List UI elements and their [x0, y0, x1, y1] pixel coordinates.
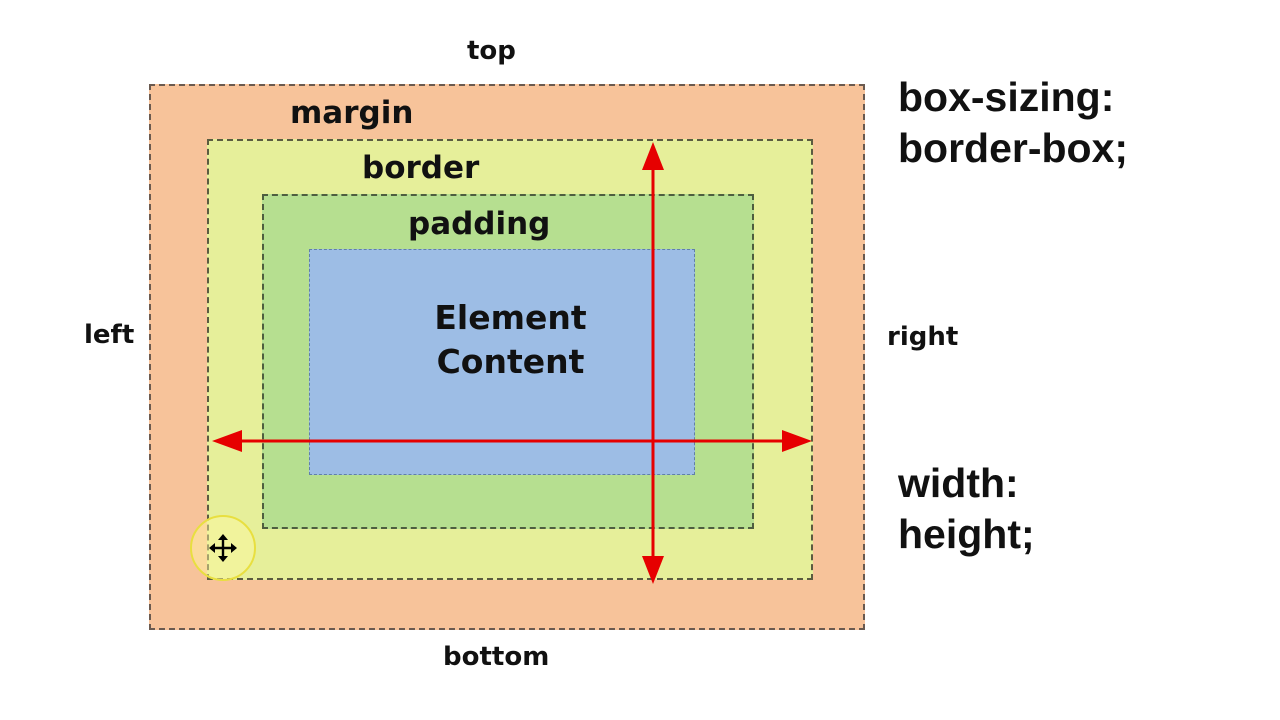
element-content-line1: Element — [434, 298, 587, 337]
arrow-bottom-head — [642, 556, 664, 584]
width-line: width: — [898, 460, 1019, 506]
margin-label: margin — [290, 95, 414, 131]
height-line: height; — [898, 511, 1035, 557]
arrow-right-head — [782, 430, 812, 452]
padding-label: padding — [408, 206, 551, 242]
arrow-left-head — [212, 430, 242, 452]
bottom-label: bottom — [443, 642, 550, 672]
move-cursor-icon — [209, 534, 237, 562]
top-label: top — [467, 36, 516, 66]
left-label: left — [84, 320, 135, 350]
box-sizing-declaration: box-sizing: border-box; — [898, 72, 1128, 174]
border-label: border — [362, 150, 480, 186]
element-content-line2: Content — [436, 342, 585, 381]
element-content-label: Element Content — [309, 296, 712, 384]
content-box — [309, 249, 695, 475]
width-height-declaration: width: height; — [898, 458, 1035, 560]
box-sizing-line2: border-box; — [898, 125, 1129, 171]
box-sizing-line1: box-sizing: — [898, 74, 1115, 120]
right-label: right — [887, 322, 959, 352]
arrow-top-head — [642, 142, 664, 170]
